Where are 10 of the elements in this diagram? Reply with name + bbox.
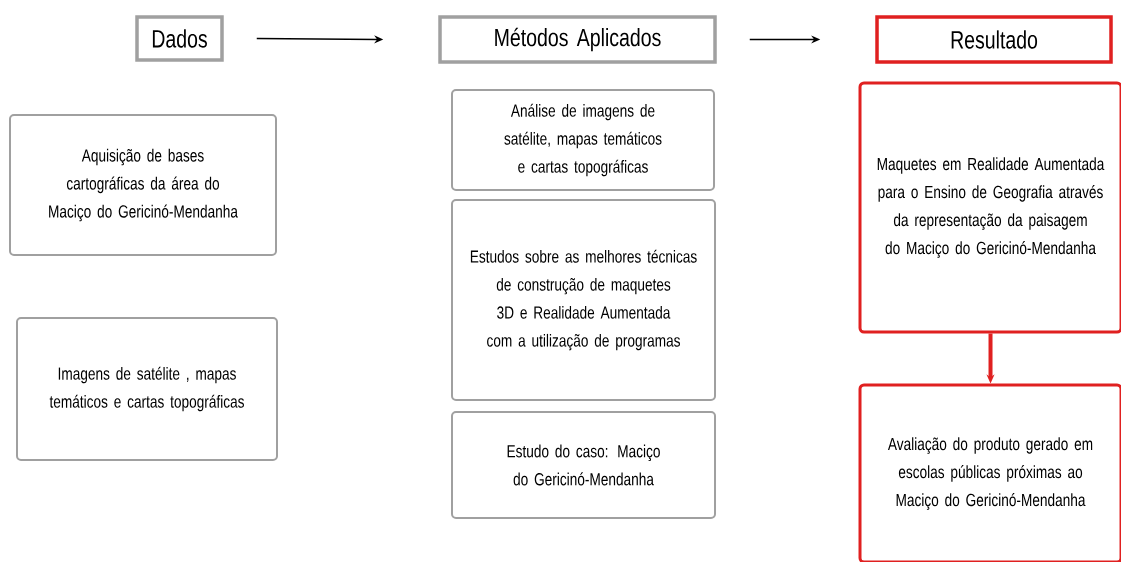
header-box: Dados (135, 15, 224, 62)
process-box: Análise de imagens de satélite, mapas temáticos e cartas topográficas (451, 89, 715, 191)
process-box: Aquisição de bases cartográficas da área do Maciço do Gericinó-Mendanha (9, 114, 277, 256)
process-box: Estudo do caso: Maciço do Gericinó-Mendanha (451, 411, 716, 519)
header-box: Resultado (875, 15, 1113, 64)
process-box: Avaliação do produto gerado em escolas públicas próximas ao Maciço do Gericinó-Mendanha (858, 383, 1121, 562)
process-box: Imagens de satélite , mapas temáticos e cartas topográficas (16, 317, 278, 461)
header-box: Métodos Aplicados (438, 15, 717, 64)
process-box: Maquetes em Realidade Aumentada para o Ensino de Geografia através da representação da paisagem do Maciço do Gericinó-Mendanha (858, 81, 1121, 334)
process-box: Estudos sobre as melhores técnicas de construção de maquetes 3D e Realidade Aumentada com a utilização de programas (451, 199, 716, 401)
